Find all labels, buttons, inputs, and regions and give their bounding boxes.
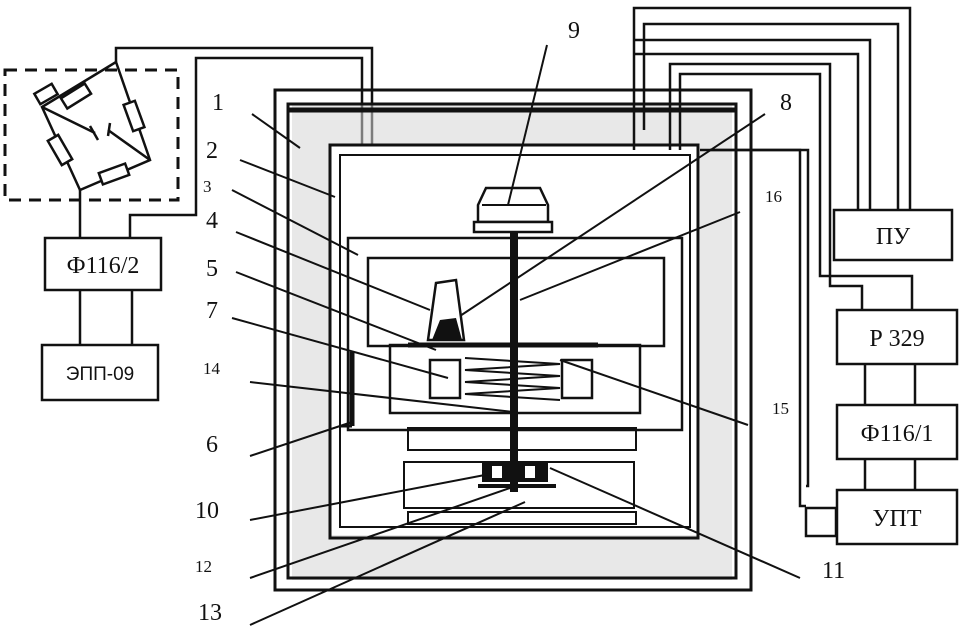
pu-label: ПУ [876, 224, 910, 250]
callout-13: 13 [198, 600, 222, 626]
bottom-clamp [482, 462, 548, 482]
f116-1-label: Ф116/1 [861, 421, 934, 447]
right-instruments [832, 208, 959, 546]
inner-chamber [328, 143, 700, 540]
central-rod [510, 230, 518, 492]
callout-1: 1 [212, 90, 224, 116]
upt-label: УПТ [873, 506, 922, 532]
wiring-right [632, 6, 914, 538]
leader-lines [231, 44, 801, 626]
f116-1-block [835, 403, 959, 461]
r329-block [835, 308, 959, 366]
callout-3: 3 [203, 177, 212, 196]
bridge-dashed-frame [3, 68, 180, 202]
callout-9: 9 [568, 18, 580, 44]
callout-6: 6 [206, 432, 218, 458]
r329-label: Р 329 [869, 326, 924, 352]
epp09-block [40, 343, 160, 402]
callout-5: 5 [206, 256, 218, 282]
callout-11: 11 [822, 558, 845, 584]
f116-2-block [43, 236, 163, 292]
bridge-circuit [3, 46, 374, 238]
callout-10: 10 [195, 498, 219, 524]
callout-2: 2 [206, 138, 218, 164]
callout-12: 12 [195, 557, 212, 576]
callout-8: 8 [780, 90, 792, 116]
callout-14: 14 [203, 359, 221, 378]
f116-2-label: Ф116/2 [67, 253, 140, 279]
left-instruments [40, 236, 163, 402]
callout-16: 16 [765, 187, 782, 206]
apparatus [273, 88, 753, 592]
callout-numbers: 1 2 3 4 5 7 14 6 10 12 13 9 8 16 15 11 [195, 18, 845, 626]
epp09-label: ЭПП-09 [66, 364, 134, 385]
thermal-shield [286, 102, 738, 580]
callout-15: 15 [772, 399, 789, 418]
outer-housing [273, 88, 753, 592]
callout-7: 7 [206, 298, 218, 324]
callout-4: 4 [206, 208, 218, 234]
pu-block [832, 208, 954, 262]
upt-block [835, 488, 959, 546]
